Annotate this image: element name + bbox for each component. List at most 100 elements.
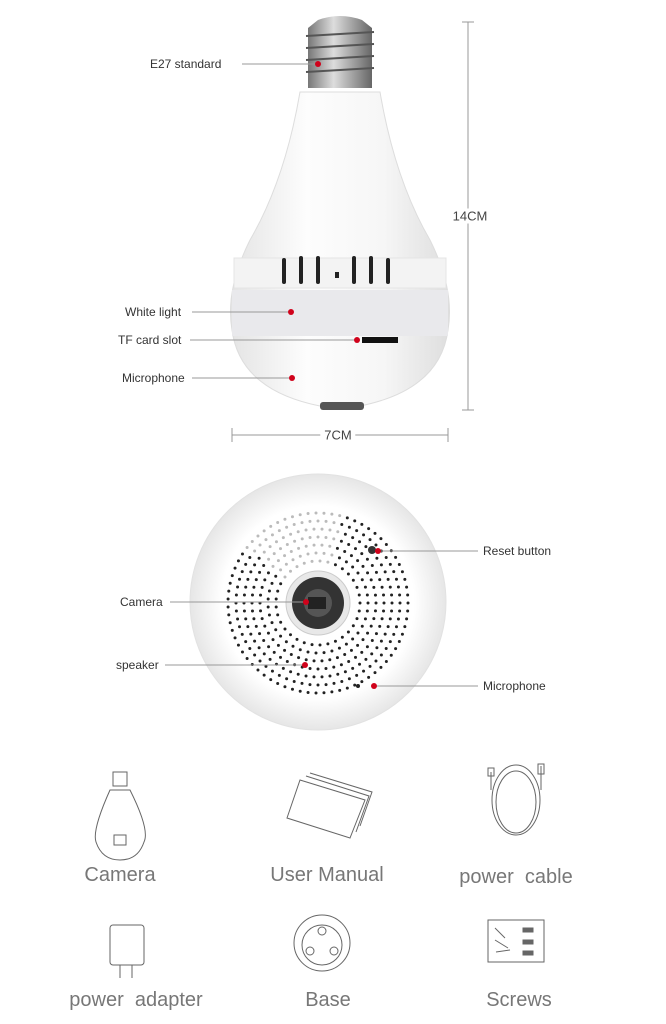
bulb-camera-icon	[94, 771, 146, 861]
speaker-hole	[308, 519, 312, 523]
speaker-hole	[332, 665, 336, 669]
speaker-hole	[368, 664, 372, 668]
speaker-hole	[361, 638, 365, 642]
label-microphone-bottom: Microphone	[483, 679, 546, 693]
speaker-hole	[279, 620, 283, 624]
speaker-hole	[388, 585, 392, 589]
speaker-hole	[312, 659, 316, 663]
speaker-hole	[378, 624, 382, 628]
speaker-hole	[365, 645, 369, 649]
speaker-hole	[258, 543, 262, 547]
speaker-hole	[267, 557, 271, 561]
speaker-hole	[347, 677, 351, 681]
speaker-hole	[374, 543, 378, 547]
speaker-hole	[314, 551, 318, 555]
speaker-hole	[258, 659, 262, 663]
speaker-hole	[398, 601, 402, 605]
speaker-hole	[300, 521, 304, 525]
speaker-hole	[288, 633, 292, 637]
speaker-hole	[279, 655, 283, 659]
speaker-hole	[277, 673, 281, 677]
speaker-hole	[379, 653, 383, 657]
speaker-hole	[285, 543, 289, 547]
speaker-hole	[364, 545, 368, 549]
speaker-hole	[360, 680, 364, 684]
speaker-hole	[337, 556, 341, 560]
speaker-hole	[298, 689, 302, 693]
speaker-hole	[351, 637, 355, 641]
speaker-hole	[374, 659, 378, 663]
speaker-hole	[292, 523, 296, 527]
speaker-hole	[304, 528, 308, 532]
speaker-hole	[310, 559, 314, 563]
speaker-hole	[281, 536, 285, 540]
speaker-hole	[306, 552, 310, 556]
speaker-hole	[400, 570, 404, 574]
speaker-hole	[344, 560, 348, 564]
speaker-hole	[272, 650, 276, 654]
speaker-hole	[332, 537, 336, 541]
speaker-hole	[242, 593, 246, 597]
speaker-hole	[389, 653, 393, 657]
speaker-hole	[240, 552, 244, 556]
speaker-hole	[274, 597, 278, 601]
speaker-hole	[295, 565, 299, 569]
speaker-hole	[343, 652, 347, 656]
speaker-hole	[351, 666, 355, 670]
speaker-hole	[262, 652, 266, 656]
speaker-hole	[289, 550, 293, 554]
speaker-hole	[250, 540, 254, 544]
speaker-hole	[244, 585, 248, 589]
speaker-hole	[270, 669, 274, 673]
speaker-hole	[369, 624, 373, 628]
speaker-hole	[230, 628, 234, 632]
speaker-hole	[267, 613, 271, 617]
speaker-hole	[361, 564, 365, 568]
speaker-hole	[384, 555, 388, 559]
speaker-hole	[353, 655, 357, 659]
speaker-hole	[256, 668, 260, 672]
callout-markers	[288, 61, 360, 381]
speaker-hole	[318, 643, 322, 647]
speaker-hole	[373, 609, 377, 613]
speaker-hole	[246, 577, 250, 581]
speaker-hole	[308, 667, 312, 671]
speaker-hole	[271, 638, 275, 642]
speaker-hole	[328, 528, 332, 532]
speaker-hole	[298, 554, 302, 558]
speaker-hole	[360, 624, 364, 628]
speaker-hole	[363, 585, 367, 589]
speaker-hole	[382, 601, 386, 605]
speaker-hole	[274, 628, 278, 632]
speaker-hole	[236, 585, 240, 589]
speaker-hole	[370, 652, 374, 656]
speaker-hole	[355, 529, 359, 533]
screws-icon	[487, 919, 545, 963]
speaker-hole	[366, 571, 370, 575]
speaker-hole	[356, 571, 360, 575]
speaker-hole	[406, 609, 410, 613]
speaker-hole	[379, 665, 383, 669]
speaker-hole	[347, 525, 351, 529]
speaker-hole	[382, 593, 386, 597]
speaker-hole	[349, 648, 353, 652]
speaker-hole	[262, 638, 266, 642]
speaker-hole	[366, 601, 370, 605]
speaker-hole	[314, 511, 318, 515]
speaker-hole	[332, 681, 336, 685]
speaker-hole	[356, 559, 360, 563]
speaker-hole	[366, 631, 370, 635]
speaker-hole	[253, 639, 257, 643]
cable-icon	[487, 763, 545, 836]
speaker-hole	[390, 593, 394, 597]
speaker-hole	[257, 646, 261, 650]
speaker-hole	[360, 522, 364, 526]
speaker-hole	[398, 593, 402, 597]
speaker-hole	[320, 527, 324, 531]
speaker-hole	[358, 662, 362, 666]
speaker-hole	[314, 691, 318, 695]
speaker-hole	[272, 552, 276, 556]
speaker-hole	[353, 519, 357, 523]
speaker-hole	[384, 647, 388, 651]
